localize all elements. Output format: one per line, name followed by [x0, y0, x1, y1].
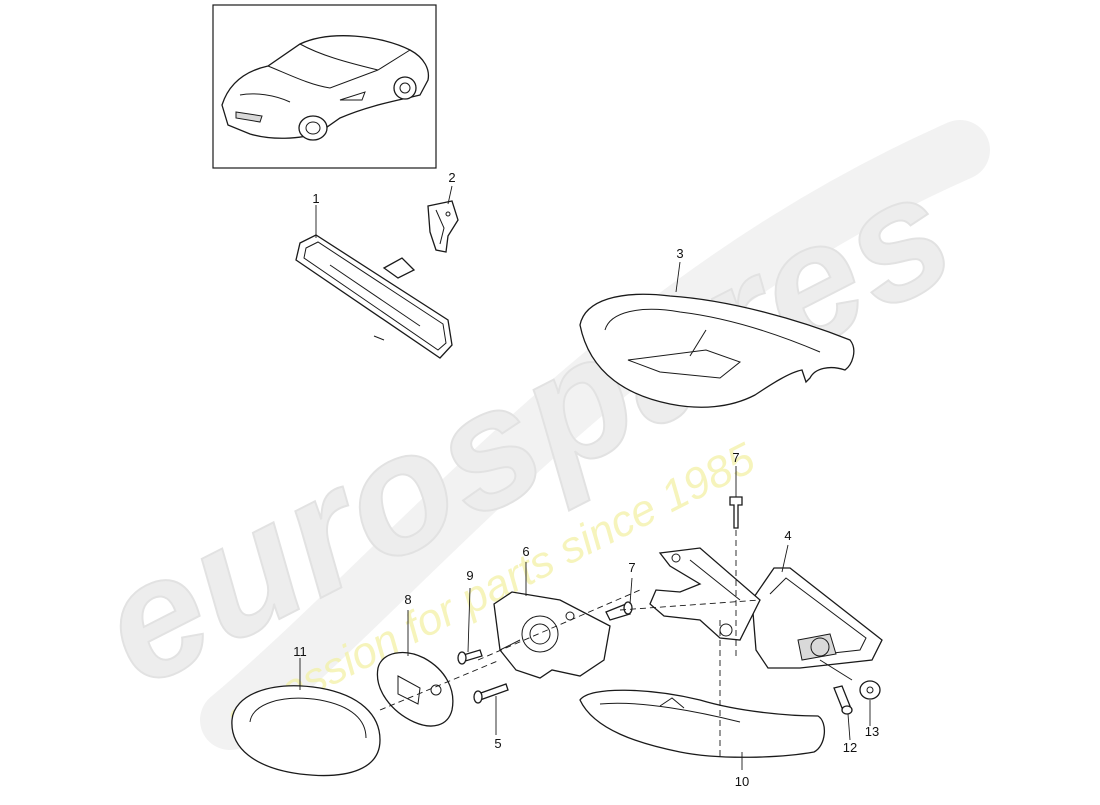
callout-8: 8	[404, 592, 411, 607]
part-9-screw	[457, 649, 483, 665]
part-6-motor-housing	[493, 591, 611, 679]
car-icon	[221, 35, 430, 141]
callout-12: 12	[843, 740, 857, 755]
callout-10: 10	[735, 774, 749, 789]
part-1-interior-mirror	[295, 234, 453, 359]
part-8-glass-carrier	[376, 651, 454, 727]
callout-9: 9	[466, 568, 473, 583]
part-3-mirror-housing	[579, 293, 855, 408]
callout-11: 11	[293, 644, 307, 659]
watermark-swoosh	[200, 120, 990, 750]
car-thumbnail	[212, 4, 437, 169]
part-13-grommet	[859, 680, 881, 700]
callout-13: 13	[865, 724, 879, 739]
adjustment-arm	[649, 547, 761, 641]
leader-lines	[299, 185, 871, 770]
callout-2: 2	[448, 170, 455, 185]
part-4-base-plate	[751, 567, 883, 681]
callout-1: 1	[312, 191, 319, 206]
part-11-mirror-glass	[231, 685, 381, 777]
callout-6: 6	[522, 544, 529, 559]
part-5-screw	[473, 683, 509, 704]
part-10-lower-cover	[579, 689, 825, 758]
part-7-bolt-upper	[729, 496, 743, 529]
part-7-bolt-lower	[605, 601, 633, 621]
part-12-bulb	[833, 685, 853, 715]
callout-7-lower: 7	[628, 560, 635, 575]
assembly-lines	[379, 530, 761, 760]
callout-5: 5	[494, 736, 501, 751]
part-2-cover	[427, 200, 459, 253]
callout-labels: 1 2 3 4 5 6 7 7 8 9 10 11 12 13	[293, 170, 879, 789]
callout-4: 4	[784, 528, 791, 543]
callout-3: 3	[676, 246, 683, 261]
callout-7-upper: 7	[732, 450, 739, 465]
